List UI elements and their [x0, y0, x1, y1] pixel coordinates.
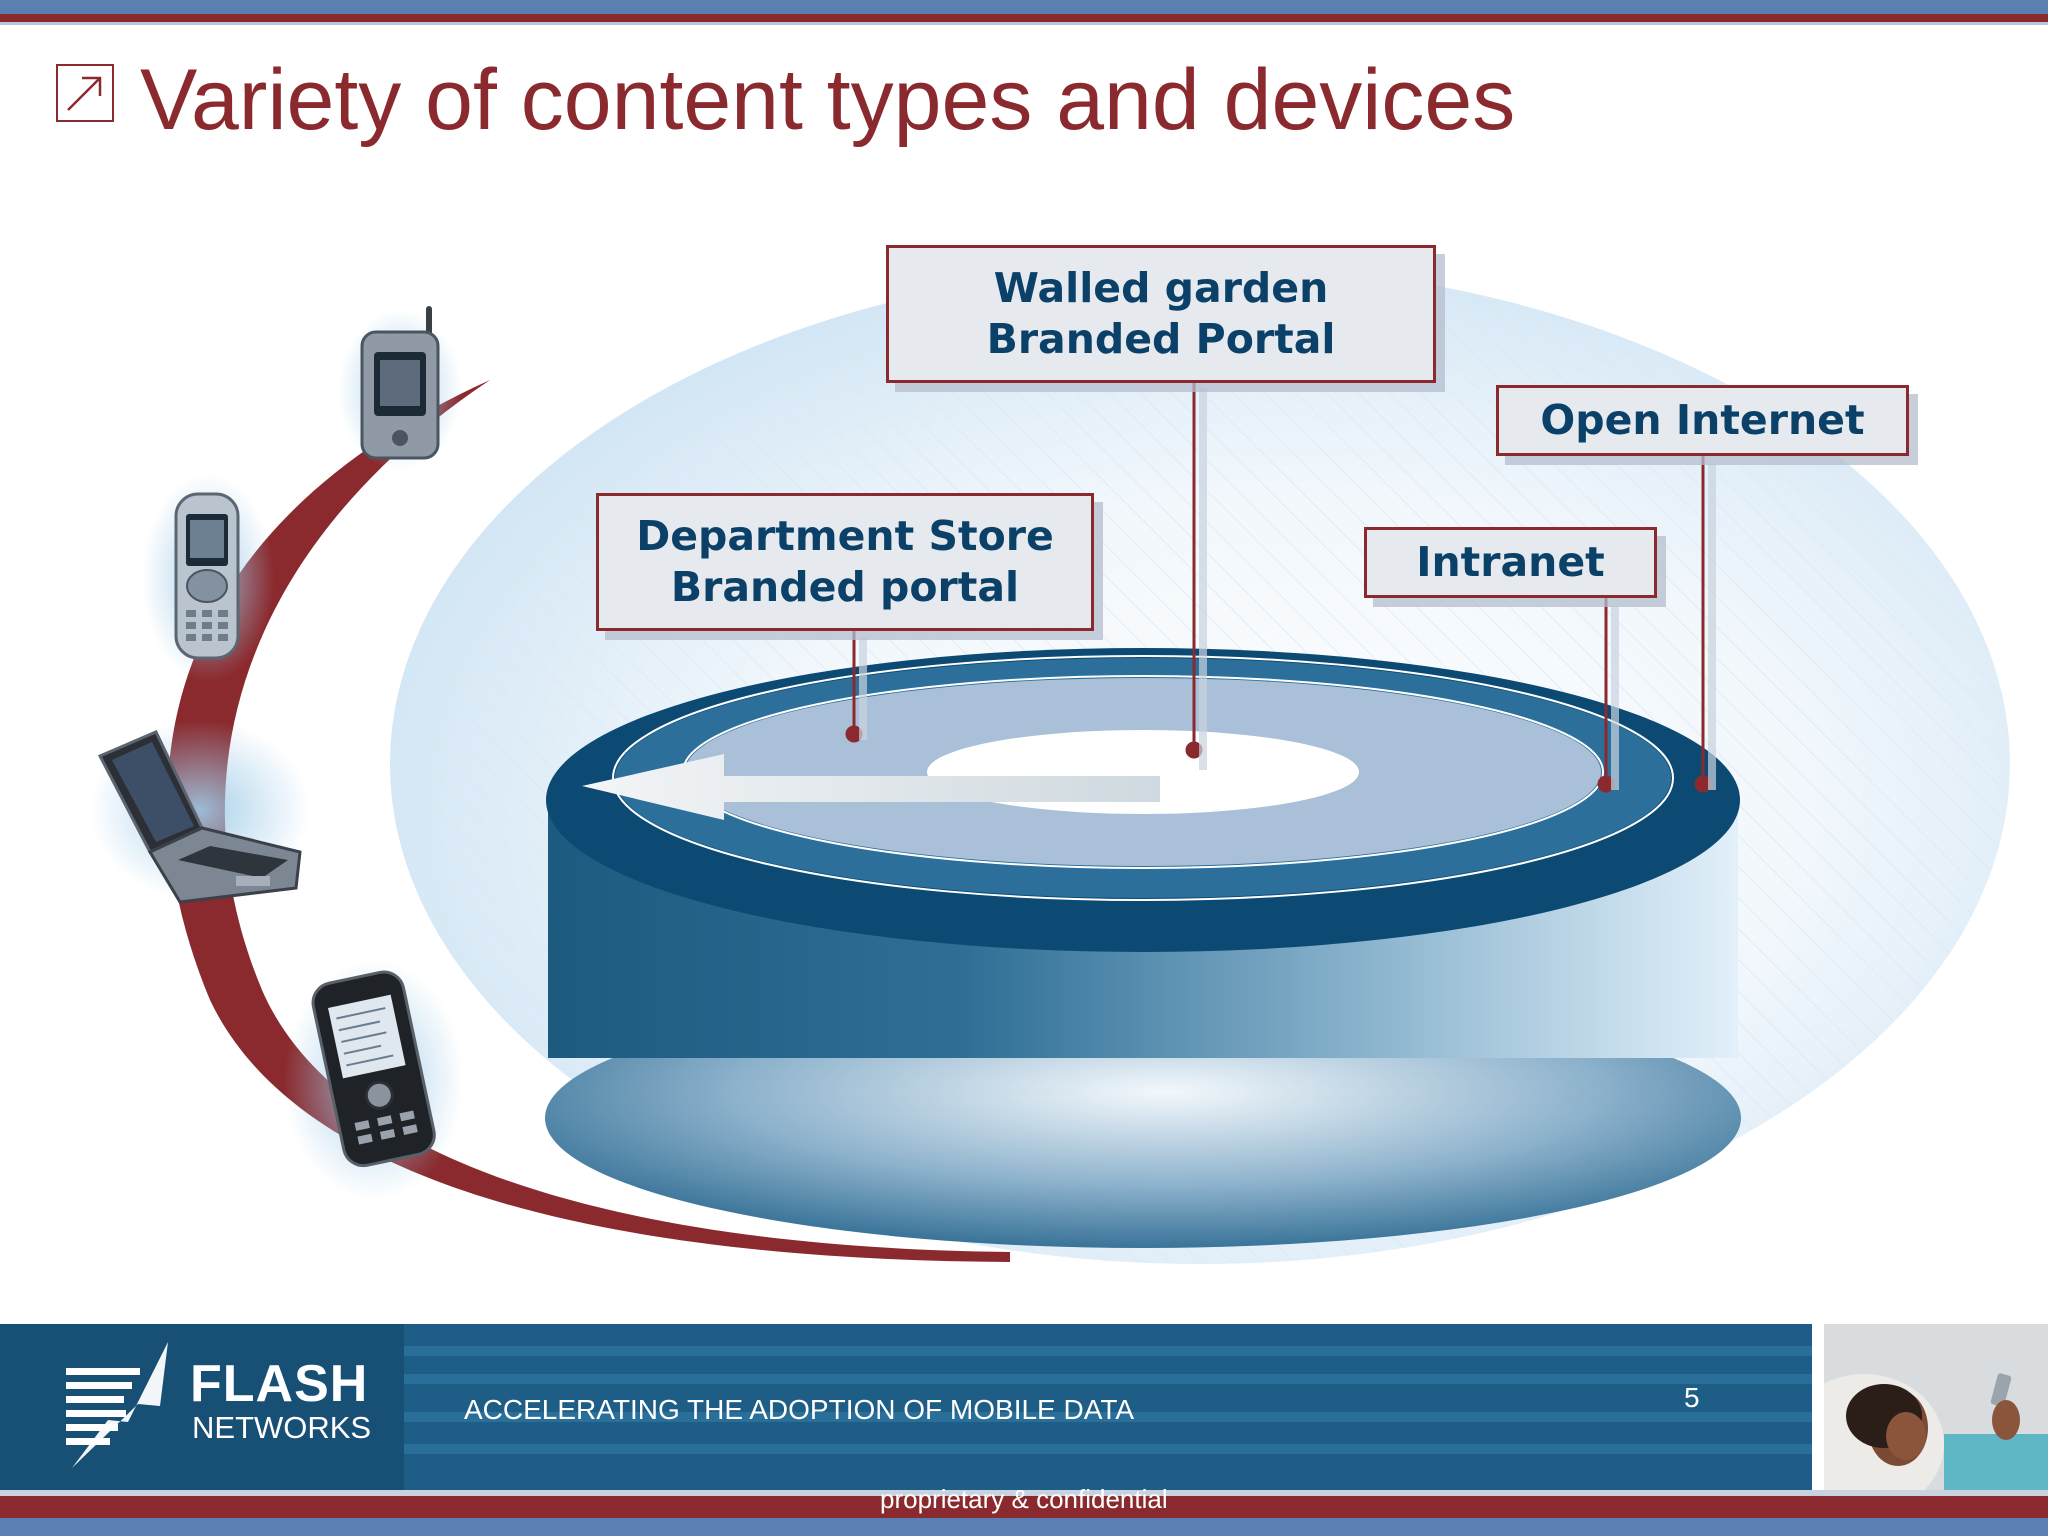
dot-walled-garden	[1185, 741, 1203, 759]
callout-intranet: Intranet	[1364, 527, 1657, 598]
slider-phone-icon	[142, 474, 274, 682]
confidential-notice: proprietary & confidential	[880, 1484, 1168, 1514]
callout-intranet-label: Intranet	[1416, 538, 1605, 586]
flip-phone-icon	[338, 306, 462, 470]
arrow-up-right-box-icon	[56, 64, 114, 122]
callout-department-store: Department Store Branded portal	[596, 493, 1094, 631]
top-band-thin	[0, 22, 2048, 25]
logo-flash-text: FLASH	[190, 1355, 369, 1413]
dot-open-internet	[1694, 775, 1712, 793]
top-band-blue	[0, 0, 2048, 14]
callout-open-internet-label: Open Internet	[1540, 396, 1865, 444]
footer-band-red	[0, 1496, 2048, 1518]
direction-arrow	[582, 754, 1160, 820]
callout-walled-garden-label: Walled garden Branded Portal	[986, 264, 1336, 363]
woman-with-phone-photo	[1824, 1324, 2048, 1490]
logo-networks-text: NETWORKS	[192, 1410, 372, 1445]
top-band-red	[0, 14, 2048, 22]
dot-department-store	[845, 725, 863, 743]
callout-walled-garden: Walled garden Branded Portal	[886, 245, 1436, 383]
dot-intranet	[1597, 775, 1615, 793]
laptop-icon	[90, 720, 310, 904]
callout-department-store-label: Department Store Branded portal	[636, 512, 1054, 611]
slide-title: Variety of content types and devices	[140, 52, 1516, 148]
page-number: 5	[1684, 1382, 1700, 1413]
footer-tagline: ACCELERATING THE ADOPTION OF MOBILE DATA	[464, 1394, 1135, 1425]
callout-open-internet: Open Internet	[1496, 385, 1909, 456]
footer-logo-panel	[0, 1324, 404, 1490]
footer-band-blue	[0, 1518, 2048, 1536]
flash-logo-icon	[66, 1342, 168, 1468]
smartphone-icon	[284, 960, 464, 1200]
